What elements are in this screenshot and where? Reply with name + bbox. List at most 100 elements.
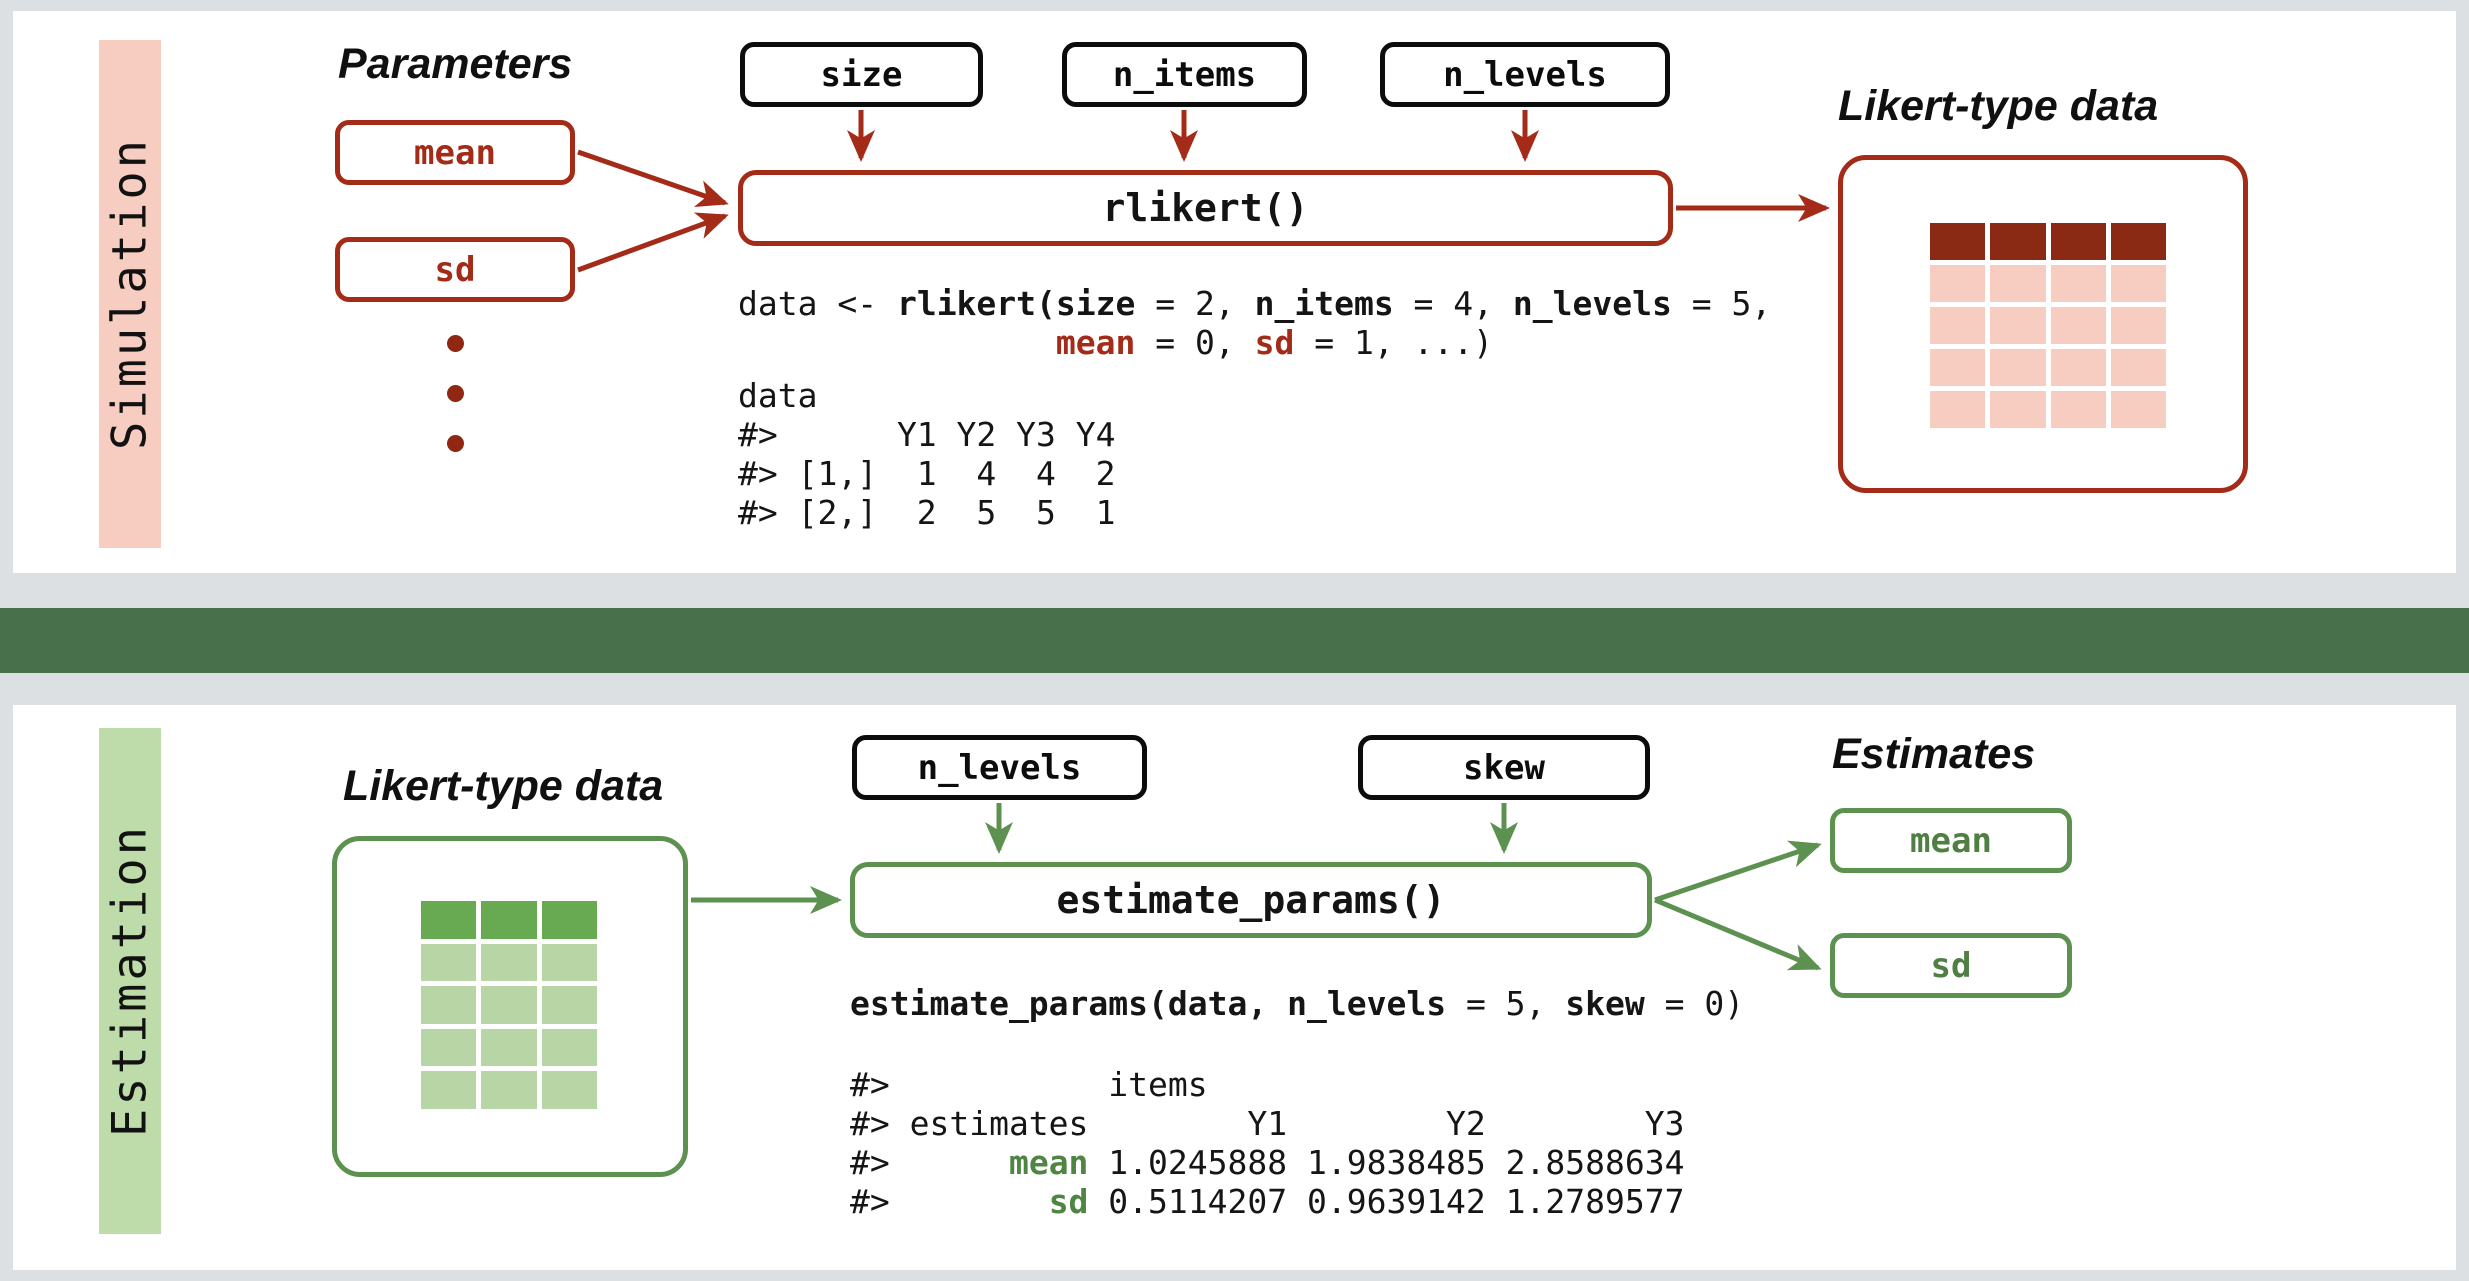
function-box-rlikert-label: rlikert() <box>1102 186 1309 230</box>
grid-cell <box>541 986 597 1024</box>
grid-cell <box>1930 307 1986 344</box>
code-token: 0.5114207 0.9639142 1.2789577 <box>1088 1181 1685 1221</box>
code-line-output-sd: #> sd 0.5114207 0.9639142 1.2789577 <box>850 1181 1744 1222</box>
code-token: = 4, <box>1393 284 1513 323</box>
grid-cell <box>541 943 597 982</box>
grid-header-cell <box>421 901 477 939</box>
code-line-call: estimate_params(data, n_levels = 5, skew… <box>850 984 1745 1024</box>
ellipsis-dot <box>447 385 464 402</box>
grid-cell <box>1990 349 2046 386</box>
grid-cell <box>421 986 477 1024</box>
code-token: mean <box>1055 322 1136 362</box>
likert-data-card-estimation <box>332 836 688 1177</box>
code-line-output: #> [1,] 1 4 4 2 <box>738 453 1116 493</box>
ellipsis-dot <box>447 435 464 452</box>
code-token: n_levels <box>1287 984 1447 1023</box>
code-line-call-1: data <- rlikert(size = 2, n_items = 4, n… <box>738 284 1772 324</box>
code-token: mean <box>1008 1142 1089 1182</box>
function-box-rlikert[interactable]: rlikert() <box>738 170 1673 246</box>
code-token: sd <box>1254 322 1295 362</box>
parameter-box-mean[interactable]: mean <box>335 120 575 185</box>
ellipsis-dot <box>447 335 464 352</box>
argument-box-skew[interactable]: skew <box>1358 735 1650 800</box>
grid-header-cell <box>2110 223 2166 260</box>
grid-cell <box>421 1071 477 1109</box>
argument-box-skew-label: skew <box>1463 747 1545 788</box>
likert-data-grid-estimation <box>421 901 597 1109</box>
code-token: estimate_params( <box>850 984 1168 1023</box>
estimate-box-sd-label: sd <box>1930 945 1972 986</box>
likert-data-card-simulation <box>1838 155 2248 493</box>
likert-data-grid-simulation <box>1930 223 2166 428</box>
grid-cell <box>1990 265 2046 302</box>
code-token: = 5, <box>1671 284 1772 323</box>
grid-cell <box>2050 391 2106 428</box>
parameter-box-sd[interactable]: sd <box>335 237 575 302</box>
grid-cell <box>1930 391 1986 428</box>
grid-cell <box>2050 265 2106 302</box>
code-token: = 0, <box>1135 322 1255 362</box>
estimate-box-sd[interactable]: sd <box>1830 933 2072 998</box>
grid-cell <box>2050 349 2106 386</box>
grid-cell <box>1930 265 1986 302</box>
code-token: rlikert( <box>896 284 1056 323</box>
code-token: 1.0245888 1.9838485 2.8588634 <box>1088 1142 1685 1182</box>
code-token <box>738 323 1056 362</box>
code-token: = 5, <box>1446 984 1566 1023</box>
estimate-box-mean-label: mean <box>1910 820 1992 861</box>
simulation-stage-tab: Simulation <box>99 40 161 548</box>
argument-box-n-items[interactable]: n_items <box>1062 42 1307 107</box>
grid-cell <box>2110 265 2166 302</box>
parameter-box-sd-label: sd <box>434 249 476 290</box>
code-line-call-2: mean = 0, sd = 1, ...) <box>738 322 1771 363</box>
code-token: = 1, ...) <box>1294 322 1494 362</box>
grid-header-cell <box>1930 223 1986 260</box>
code-token: #> <box>850 1181 1049 1221</box>
code-token: n_items <box>1254 284 1394 323</box>
parameters-ellipsis-dots <box>447 335 464 452</box>
estimation-stage-label: Estimation <box>102 824 158 1138</box>
grid-cell <box>481 943 537 982</box>
grid-cell <box>421 1028 477 1067</box>
simulation-output-heading: Likert-type data <box>1838 82 2159 130</box>
code-token: n_levels <box>1512 284 1672 323</box>
grid-cell <box>481 986 537 1024</box>
function-box-estimate-params-label: estimate_params() <box>1056 878 1446 922</box>
code-token: size <box>1055 284 1136 323</box>
code-line-echo: data <box>738 375 818 415</box>
argument-box-n-levels-est-label: n_levels <box>917 747 1082 788</box>
code-token: = 2, <box>1135 284 1255 323</box>
argument-box-n-levels-label: n_levels <box>1443 54 1607 95</box>
code-spacer <box>850 1024 1744 1066</box>
parameter-box-mean-label: mean <box>414 132 496 173</box>
grid-cell <box>2050 307 2106 344</box>
grid-cell <box>481 1028 537 1067</box>
function-box-estimate-params[interactable]: estimate_params() <box>850 862 1652 938</box>
grid-header-cell <box>2050 223 2106 260</box>
grid-cell <box>2110 349 2166 386</box>
code-spacer <box>738 363 1771 377</box>
estimate-box-mean[interactable]: mean <box>1830 808 2072 873</box>
code-token: #> <box>850 1142 1009 1182</box>
grid-header-cell <box>481 901 537 939</box>
grid-cell <box>421 943 477 982</box>
grid-cell <box>1990 391 2046 428</box>
grid-cell <box>1990 307 2046 344</box>
stage-divider-band <box>0 608 2469 673</box>
argument-box-n-levels[interactable]: n_levels <box>1380 42 1670 107</box>
estimates-heading: Estimates <box>1832 730 2036 778</box>
simulation-stage-label: Simulation <box>102 137 158 451</box>
grid-header-cell <box>541 901 597 939</box>
code-token: data <box>1167 984 1248 1023</box>
code-token: = 0) <box>1644 984 1745 1023</box>
code-line-output-header-1: #> items <box>850 1064 1208 1104</box>
grid-cell <box>541 1028 597 1067</box>
grid-cell <box>2110 307 2166 344</box>
code-line-output-header-2: #> estimates Y1 Y2 Y3 <box>850 1103 1685 1143</box>
argument-box-size[interactable]: size <box>740 42 983 107</box>
grid-cell <box>541 1071 597 1109</box>
argument-box-n-levels-est[interactable]: n_levels <box>852 735 1147 800</box>
code-token: , <box>1247 984 1288 1023</box>
code-line-output-mean: #> mean 1.0245888 1.9838485 2.8588634 <box>850 1142 1744 1183</box>
